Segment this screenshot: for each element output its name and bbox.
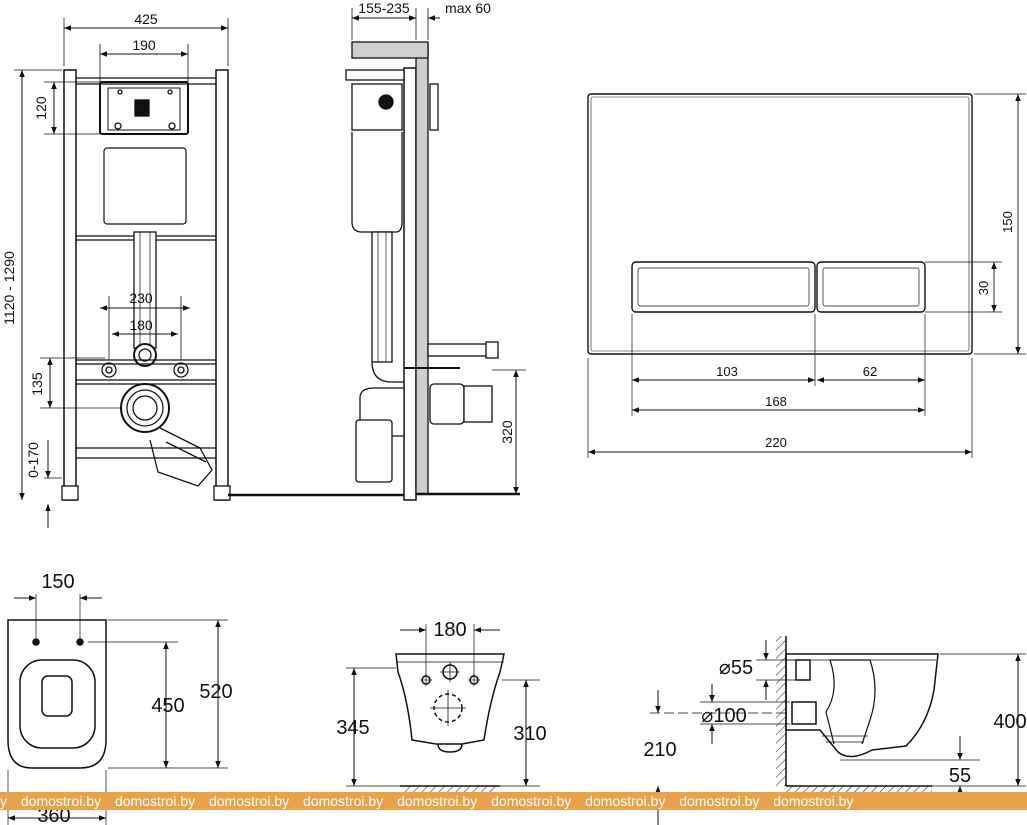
flush-button-left bbox=[631, 261, 816, 313]
side-outlet-height-label: 320 bbox=[499, 420, 515, 444]
bowl-rear-view bbox=[395, 653, 505, 792]
frame-width-label: 425 bbox=[134, 11, 158, 27]
frame-side-view bbox=[345, 41, 520, 501]
rear-height-outer-label: 345 bbox=[336, 717, 369, 739]
watermark-text: domostroi.by bbox=[585, 793, 666, 809]
rear-stud-spacing-label: 180 bbox=[433, 619, 466, 641]
bowl-width-label: 360 bbox=[37, 805, 70, 825]
bowl-top-dimensions bbox=[7, 594, 228, 825]
wall-max-label: max 60 bbox=[445, 0, 491, 16]
stud-spacing-label: 180 bbox=[129, 317, 153, 333]
bowl-top-view bbox=[7, 619, 107, 769]
watermark-text: domostroi.by bbox=[397, 793, 478, 809]
watermark-strip: y domostroi.by domostroi.by domostroi.by… bbox=[0, 792, 1027, 810]
side-total-height-label: 400 bbox=[993, 711, 1026, 733]
plate-width-label: 190 bbox=[132, 37, 156, 53]
bowl-length-label: 520 bbox=[199, 681, 232, 703]
rear-height-inner-label: 310 bbox=[513, 723, 546, 745]
frame-height-label: 1120 - 1290 bbox=[1, 251, 17, 325]
watermark-text: domostroi.by bbox=[20, 793, 102, 809]
frame-front-view bbox=[61, 69, 410, 501]
plate-height-label: 120 bbox=[33, 96, 49, 120]
right-button-dim: 62 bbox=[863, 364, 877, 379]
bowl-side-view bbox=[776, 636, 939, 792]
watermark-text: domostroi.by bbox=[491, 793, 572, 809]
watermark-lead: y bbox=[0, 793, 7, 809]
bowl-depth-label: 450 bbox=[151, 695, 184, 717]
watermark-text: domostroi.by bbox=[679, 793, 760, 809]
watermark-text: domostroi.by bbox=[208, 793, 290, 809]
frame-side-dimensions bbox=[351, 8, 526, 494]
flush-button-right bbox=[816, 261, 926, 313]
flush-plate-dimensions bbox=[587, 93, 1026, 458]
bowl-hole-spacing-label: 150 bbox=[41, 571, 74, 593]
inlet-offset-label: 55 bbox=[949, 765, 971, 787]
side-outlet-height-dim: 210 bbox=[643, 739, 676, 761]
frame-depth-label: 155-235 bbox=[358, 0, 410, 16]
left-button-dim: 103 bbox=[716, 364, 738, 379]
inlet-diameter-label: ⌀55 bbox=[719, 657, 753, 679]
pipe-spacing-label: 230 bbox=[129, 290, 153, 306]
bowl-rear-dimensions bbox=[346, 624, 540, 787]
buttons-total-dim: 168 bbox=[765, 394, 787, 409]
plate-width-dim: 220 bbox=[765, 435, 787, 450]
button-height-dim: 30 bbox=[976, 281, 991, 295]
watermark-text: domostroi.by bbox=[773, 793, 854, 809]
flush-plate bbox=[587, 93, 973, 355]
watermark-text: domostroi.by bbox=[114, 793, 196, 809]
plate-height-dim: 150 bbox=[1000, 211, 1015, 233]
watermark-text: domostroi.by bbox=[303, 793, 384, 809]
frame-front-dimensions bbox=[14, 18, 229, 528]
outlet-diameter-label: ⌀100 bbox=[701, 705, 746, 727]
outlet-height-label: 135 bbox=[29, 372, 45, 396]
foot-adjust-label: 0-170 bbox=[25, 442, 41, 478]
